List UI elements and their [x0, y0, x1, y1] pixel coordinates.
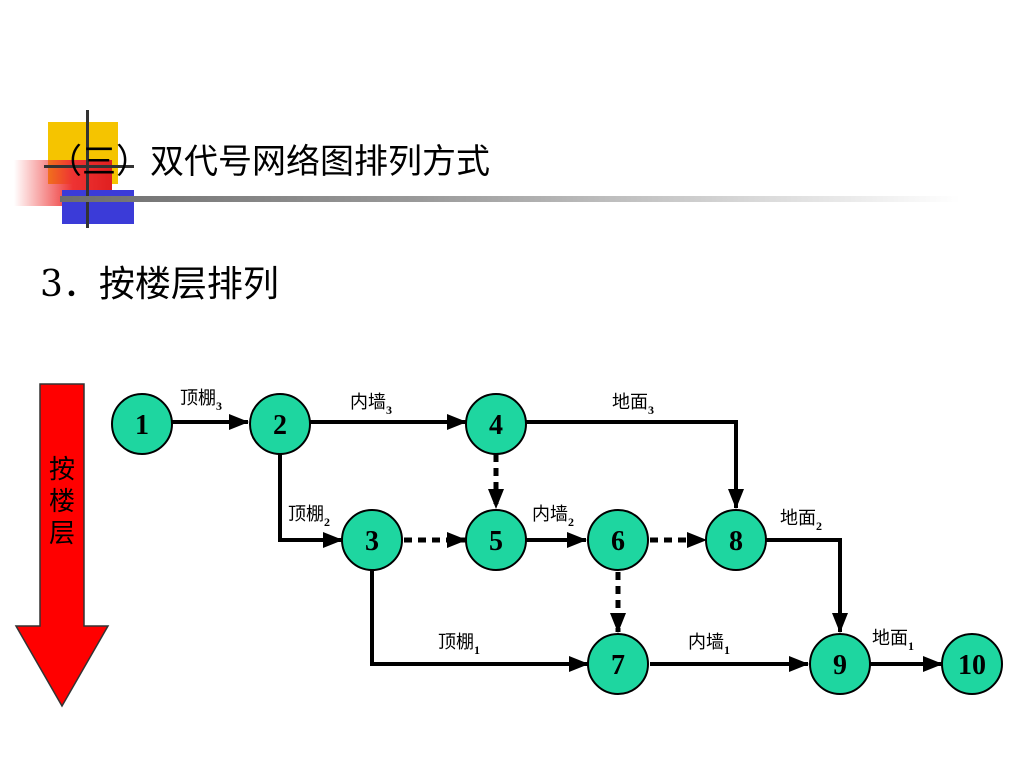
svg-text:6: 6: [611, 526, 625, 557]
floor-direction-label-char: 楼: [49, 487, 75, 517]
svg-text:8: 8: [729, 526, 743, 557]
title-deco-blue-square: [62, 190, 134, 224]
edge-label-2-3: 顶棚2: [288, 504, 330, 529]
floor-direction-arrow: 按楼层: [14, 383, 110, 708]
node-6: 6: [587, 509, 649, 571]
node-1: 1: [111, 393, 173, 455]
page-title: （三）双代号网络图排列方式: [48, 142, 490, 182]
svg-text:1: 1: [135, 410, 149, 441]
nodes-group: 1 2 3 4 5 6 7 8 9 10: [111, 393, 1003, 695]
section-heading: 3．按楼层排列: [40, 264, 279, 305]
edge-label-4-8: 地面3: [612, 392, 654, 417]
node-9: 9: [809, 633, 871, 695]
svg-text:7: 7: [611, 650, 625, 681]
edge-8-9: [766, 538, 848, 633]
title-deco-vertical-line: [86, 110, 89, 228]
node-7: 7: [587, 633, 649, 695]
node-8: 8: [705, 509, 767, 571]
edge-label-1-2: 顶棚3: [180, 388, 222, 413]
node-2: 2: [249, 393, 311, 455]
edge-4-8: [526, 420, 744, 509]
edge-labels-group: 顶棚3 内墙3 地面3 顶棚2 内墙2 地面2 顶棚1 内墙1 地面1: [180, 388, 914, 657]
svg-text:10: 10: [958, 650, 986, 681]
edge-label-2-4: 内墙3: [350, 392, 392, 417]
svg-text:4: 4: [489, 410, 503, 441]
edges-group: [172, 414, 943, 672]
node-4: 4: [465, 393, 527, 455]
title-deco-horizontal-line: [44, 165, 134, 168]
floor-direction-label-char: 层: [49, 519, 75, 549]
svg-text:5: 5: [489, 526, 503, 557]
edge-label-5-6: 内墙2: [532, 504, 574, 529]
svg-text:9: 9: [833, 650, 847, 681]
edge-label-9-10: 地面1: [872, 628, 914, 653]
floor-direction-label-char: 按: [49, 455, 75, 485]
node-5: 5: [465, 509, 527, 571]
edge-3-7: [370, 570, 589, 672]
floor-direction-label: 按楼层: [49, 455, 75, 549]
edge-label-8-9: 地面2: [780, 508, 822, 533]
title-underline: [60, 196, 960, 202]
node-3: 3: [341, 509, 403, 571]
edge-label-7-9: 内墙1: [688, 632, 730, 657]
node-10: 10: [941, 633, 1003, 695]
edge-2-3: [278, 452, 343, 548]
svg-text:2: 2: [273, 410, 287, 441]
svg-text:3: 3: [365, 526, 379, 557]
edge-label-3-7: 顶棚1: [438, 632, 480, 657]
